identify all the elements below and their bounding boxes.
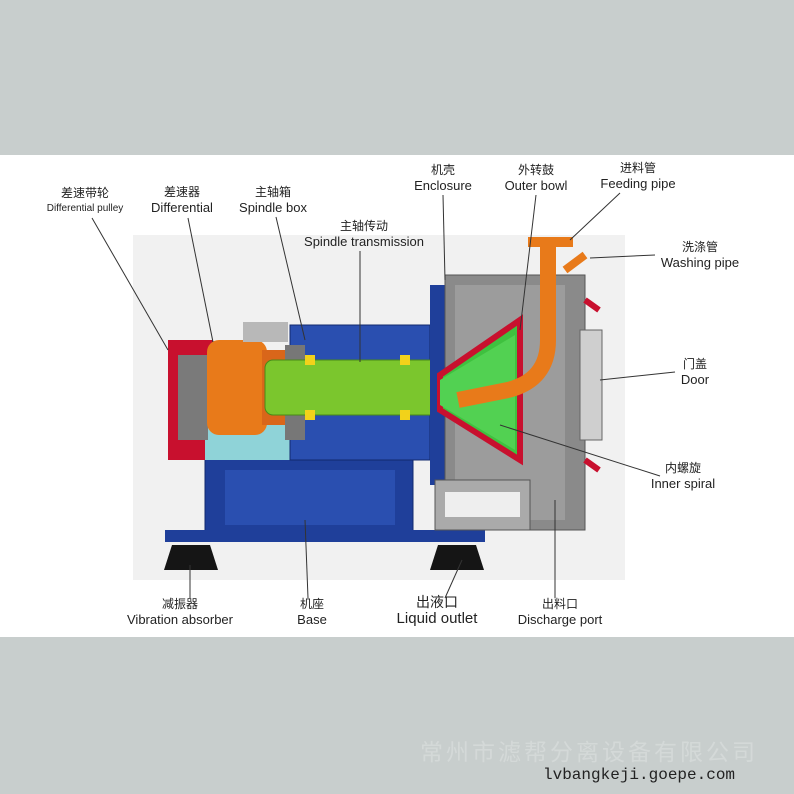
label-en: Discharge port bbox=[517, 612, 603, 627]
label-en: Spindle transmission bbox=[304, 234, 424, 249]
differential-pulley bbox=[178, 355, 208, 440]
label-zh: 主轴传动 bbox=[339, 219, 389, 233]
differential-cap bbox=[243, 322, 288, 342]
label-en: Feeding pipe bbox=[600, 176, 676, 191]
label-en: Washing pipe bbox=[660, 255, 740, 270]
website-url: lvbangkeji.goepe.com bbox=[543, 766, 736, 784]
company-watermark: 常州市滤帮分离设备有限公司 bbox=[420, 739, 758, 765]
door bbox=[579, 329, 603, 441]
label-en: Enclosure bbox=[414, 178, 472, 193]
leader-lines bbox=[91, 192, 676, 599]
label-zh: 主轴箱 bbox=[254, 185, 292, 199]
label-zh: 减振器 bbox=[161, 597, 198, 611]
label-zh: 差速带轮 bbox=[60, 186, 109, 200]
label-en: Spindle box bbox=[239, 200, 307, 215]
label-en: Vibration absorber bbox=[127, 612, 233, 627]
differential bbox=[207, 340, 267, 435]
washing-pipe bbox=[562, 251, 588, 274]
label-zh: 进料管 bbox=[619, 161, 657, 175]
label-zh: 出料口 bbox=[541, 597, 579, 611]
label-zh: 内螺旋 bbox=[664, 461, 701, 475]
label-en: Base bbox=[297, 612, 327, 627]
vibration-absorber-right bbox=[430, 545, 484, 570]
label-en: Differential bbox=[151, 200, 213, 215]
label-zh: 差速器 bbox=[163, 185, 200, 199]
label-zh: 洗涤管 bbox=[681, 240, 719, 254]
spindle-shaft bbox=[264, 359, 441, 416]
label-zh: 门盖 bbox=[682, 357, 707, 371]
label-en: Door bbox=[680, 372, 710, 387]
base-plate bbox=[165, 530, 485, 542]
label-differential-pulley: 差速带轮 Differential pulley bbox=[47, 186, 124, 216]
base-panel bbox=[225, 470, 395, 525]
label-en: Inner spiral bbox=[650, 476, 716, 491]
label-zh: 出液口 bbox=[416, 594, 458, 610]
feeding-pipe bbox=[456, 245, 556, 408]
label-zh: 外转鼓 bbox=[517, 163, 554, 177]
label-zh: 机壳 bbox=[430, 163, 455, 177]
label-zh: 机座 bbox=[299, 597, 325, 611]
label-en: Differential pulley bbox=[46, 203, 124, 214]
label-en: Outer bowl bbox=[504, 178, 568, 193]
vibration-absorber-left bbox=[164, 545, 218, 570]
label-en: Liquid outlet bbox=[396, 610, 478, 627]
